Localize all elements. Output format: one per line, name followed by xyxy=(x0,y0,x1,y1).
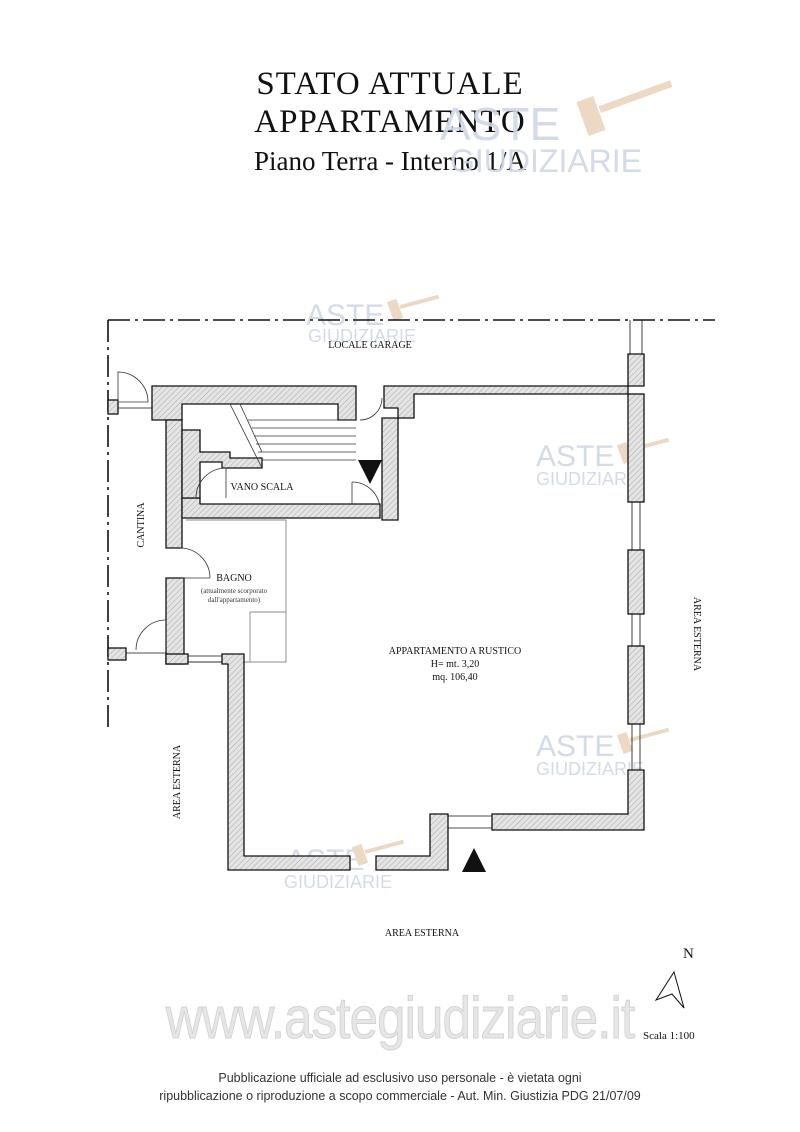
wall-stair-left xyxy=(165,419,183,549)
wall-apartment-bottom-right xyxy=(375,813,449,871)
wall-apartment-right-4 xyxy=(491,769,645,831)
label-apartment: APPARTAMENTO A RUSTICO xyxy=(389,646,522,657)
label-cellar: CANTINA xyxy=(136,502,147,548)
watermark-logo-top: ASTE GIUDIZIARIE xyxy=(440,80,673,179)
label-bath-note-1: (attualmente scorporato xyxy=(201,587,268,595)
label-outside-east: AREA ESTERNA xyxy=(691,597,702,672)
wall-bath-left xyxy=(165,577,185,665)
svg-text:ASTE: ASTE xyxy=(536,730,614,763)
windows xyxy=(188,320,643,829)
door-swings xyxy=(117,371,383,651)
svg-text:GIUDIZIARIE: GIUDIZIARIE xyxy=(536,759,644,779)
wall-stair-bottom xyxy=(181,497,381,519)
svg-text:ASTE: ASTE xyxy=(306,299,384,332)
title-line-2: APPARTAMENTO xyxy=(254,104,526,140)
wall-apartment-right-1 xyxy=(627,393,645,503)
north-label: N xyxy=(683,946,694,962)
label-bath-note-2: dall'appartamento) xyxy=(208,596,261,604)
svg-text:GIUDIZIARIE: GIUDIZIARIE xyxy=(450,143,642,179)
svg-text:GIUDIZIARIE: GIUDIZIARIE xyxy=(536,469,644,489)
stairs xyxy=(229,403,356,469)
svg-text:ASTE: ASTE xyxy=(536,440,614,473)
entrance-arrow-apartment xyxy=(462,848,486,872)
wall-apartment-top xyxy=(383,353,645,419)
label-garage: LOCALE GARAGE xyxy=(328,340,412,351)
walls xyxy=(107,353,645,871)
label-stair: VANO SCALA xyxy=(231,482,295,493)
svg-text:ASTE: ASTE xyxy=(440,98,560,150)
north-arrow-icon xyxy=(654,970,685,1009)
wall-stair-top xyxy=(151,385,357,421)
wall-apartment-bottom-left xyxy=(221,653,351,871)
svg-text:GIUDIZIARIE: GIUDIZIARIE xyxy=(284,872,392,892)
wall-cellar-stub-top xyxy=(107,399,119,415)
wall-cellar-stub-bottom xyxy=(107,647,127,661)
gavel-icon xyxy=(576,80,673,136)
wall-stair-right xyxy=(381,417,399,521)
gavel-icon xyxy=(386,294,440,322)
gavel-icon xyxy=(351,839,405,867)
notice-line-1: Pubblicazione ufficiale ad esclusivo uso… xyxy=(218,1071,582,1085)
wall-apartment-right-3 xyxy=(627,645,645,725)
label-height: H= mt. 3,20 xyxy=(431,659,479,670)
watermark-logo-right-top: ASTE GIUDIZIARIE xyxy=(536,437,670,489)
entrance-arrow-stair xyxy=(358,460,382,484)
label-area: mq. 106,40 xyxy=(432,672,477,683)
wall-apartment-right-2 xyxy=(627,549,645,615)
label-outside-west: AREA ESTERNA xyxy=(172,744,183,819)
property-boundary xyxy=(107,319,715,728)
watermark-site: www.astegiudiziarie.it xyxy=(165,986,635,1052)
watermark-logo-garage: ASTE GIUDIZIARIE xyxy=(306,294,440,346)
scale-label: Scala 1:100 xyxy=(643,1030,695,1042)
wall-bath-bottom xyxy=(165,653,189,665)
watermark-logo-right-bottom: ASTE GIUDIZIARIE xyxy=(536,727,670,779)
label-outside-south: AREA ESTERNA xyxy=(385,928,460,939)
gavel-icon xyxy=(616,727,670,755)
title-line-1: STATO ATTUALE xyxy=(256,66,524,102)
svg-text:GIUDIZIARIE: GIUDIZIARIE xyxy=(308,326,416,346)
title-line-3: Piano Terra - Interno 1/A xyxy=(253,146,527,176)
label-bath: BAGNO xyxy=(216,573,252,584)
notice-line-2: ripubblicazione o riproduzione a scopo c… xyxy=(159,1089,641,1103)
